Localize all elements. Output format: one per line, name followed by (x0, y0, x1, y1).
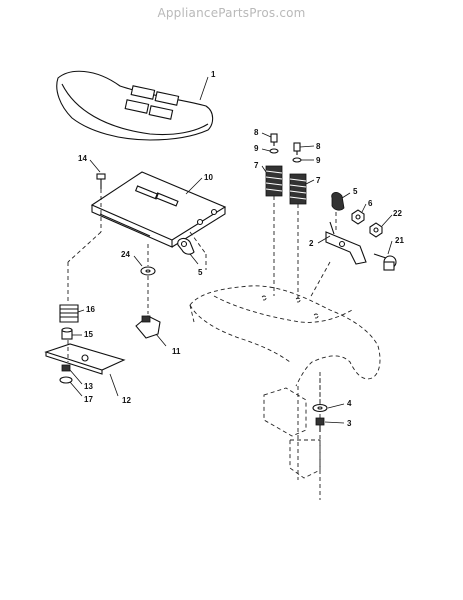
screw-8-right-part[interactable] (293, 142, 301, 155)
callout-24: 24 (121, 250, 130, 259)
callout-14: 14 (78, 154, 87, 163)
callout-7-left: 7 (254, 161, 259, 170)
clip-5-right-part[interactable] (331, 192, 345, 211)
callout-5-left: 5 (198, 268, 203, 277)
bracket-2-part[interactable] (325, 221, 367, 265)
callout-8-left: 8 (254, 128, 259, 137)
washer-4-part[interactable] (312, 403, 328, 413)
callout-7-right: 7 (316, 176, 321, 185)
bolt-14-part[interactable] (96, 173, 106, 189)
screw-8-left-part[interactable] (270, 133, 278, 146)
alignment-lines (67, 189, 337, 404)
washer-24-part[interactable] (140, 266, 156, 276)
spring-7-right-part[interactable] (289, 173, 307, 205)
nut-13-part[interactable] (61, 364, 71, 372)
bushing-15-part[interactable] (61, 327, 73, 340)
washer-9-left-part[interactable] (269, 148, 279, 154)
callout-6: 6 (368, 199, 373, 208)
callout-9-left: 9 (254, 144, 259, 153)
spring-16-part[interactable] (59, 304, 79, 323)
callout-12: 12 (122, 396, 131, 405)
watermark-text: AppliancePartsPros.com (157, 6, 306, 20)
callout-21: 21 (395, 236, 404, 245)
knob-21-part[interactable] (373, 253, 397, 271)
seat-pan-part[interactable] (90, 171, 227, 248)
pivot-11-part[interactable] (135, 315, 161, 339)
fender-chassis-part (189, 285, 381, 500)
callout-8-right: 8 (316, 142, 321, 151)
leader-lines (69, 76, 393, 424)
nut-22-part[interactable] (369, 222, 383, 238)
callout-9-right: 9 (316, 156, 321, 165)
callout-5-right: 5 (353, 187, 358, 196)
seat-part[interactable] (56, 70, 214, 141)
callout-22: 22 (393, 209, 402, 218)
callout-4: 4 (347, 399, 352, 408)
callout-15: 15 (84, 330, 93, 339)
callout-2: 2 (309, 239, 314, 248)
callout-labels: 1 10 14 24 5 11 16 15 12 13 17 8 8 9 9 7… (78, 70, 404, 428)
spring-7-left-part[interactable] (265, 165, 283, 197)
washer-17-part[interactable] (59, 376, 73, 384)
callout-1: 1 (211, 70, 216, 79)
callout-16: 16 (86, 305, 95, 314)
callout-10: 10 (204, 173, 213, 182)
callout-13: 13 (84, 382, 93, 391)
nut-6-part[interactable] (351, 209, 365, 225)
callout-11: 11 (172, 347, 181, 356)
clip-5-left-part[interactable] (177, 237, 195, 255)
bracket-12-part[interactable] (44, 343, 126, 375)
washer-9-right-part[interactable] (292, 157, 302, 163)
callout-3: 3 (347, 419, 352, 428)
screw-3-part[interactable] (315, 417, 325, 432)
callout-17: 17 (84, 395, 93, 404)
